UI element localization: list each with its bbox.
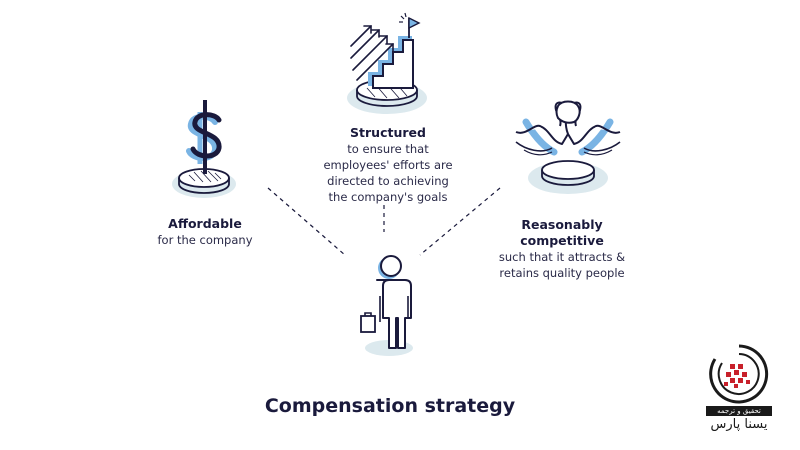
structured-title: Structured: [350, 125, 426, 140]
watermark-logo-icon: [709, 344, 769, 404]
arm-wrestling-icon: [512, 98, 624, 200]
competitive-desc-line: such that it attracts &: [498, 250, 626, 264]
structured-desc-line: employees' efforts are: [323, 158, 453, 172]
stairs-growth-icon: [343, 12, 431, 117]
competitive-block: Reasonably competitive such that it attr…: [492, 217, 632, 281]
watermark-line1: تحقیق و ترجمه: [706, 406, 772, 416]
dollar-icon: [163, 92, 245, 202]
person-with-briefcase-icon: [357, 252, 423, 362]
watermark-line2: یسنا پارس: [710, 417, 768, 432]
watermark-logo: تحقیق و ترجمه یسنا پارس: [698, 342, 780, 438]
affordable-desc-line: for the company: [157, 233, 253, 247]
competitive-title: Reasonably: [521, 217, 603, 232]
connector-left: [267, 187, 346, 256]
structured-desc-line: the company's goals: [328, 190, 448, 204]
structured-desc-line: directed to achieving: [327, 174, 449, 188]
affordable-block: Affordable for the company: [135, 216, 275, 248]
competitive-desc-line: retains quality people: [499, 266, 625, 280]
structured-desc-line: to ensure that: [347, 142, 429, 156]
connector-right: [419, 187, 501, 256]
structured-block: Structured to ensure that employees' eff…: [318, 125, 458, 205]
main-title: Compensation strategy: [264, 395, 516, 417]
affordable-title: Affordable: [168, 216, 242, 231]
competitive-title-line2: competitive: [520, 233, 604, 248]
